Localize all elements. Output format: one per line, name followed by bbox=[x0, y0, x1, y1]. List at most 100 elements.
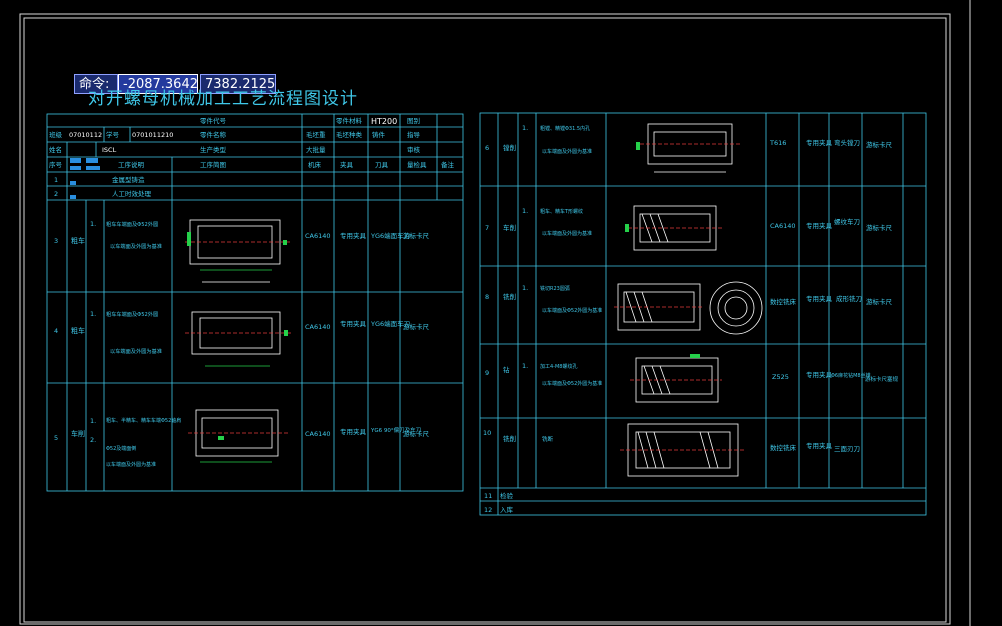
sketch-rrow6 bbox=[636, 123, 740, 173]
row4-text1: 粗车车端面及Φ52外圆 bbox=[106, 310, 158, 318]
row5-no: 5 bbox=[54, 434, 58, 442]
rrow9-no: 9 bbox=[485, 369, 489, 377]
rrow7-op: 车削 bbox=[503, 223, 516, 232]
hdr-sketch: 工序简图 bbox=[200, 160, 226, 169]
rrow10-fixture: 专用夹具 bbox=[806, 441, 833, 450]
rrow7-fixture: 专用夹具 bbox=[806, 221, 833, 230]
row4-machine: CA6140 bbox=[305, 323, 331, 331]
rrow9-text1: 加工4-M8螺纹孔 bbox=[540, 363, 577, 370]
rrow8-text2: 以车端面及Φ52外圆为基准 bbox=[542, 307, 602, 314]
hdr-class-value: 07010112 bbox=[69, 131, 102, 139]
rrow6-fixture: 专用夹具 bbox=[806, 138, 833, 147]
rrow8-step: 1. bbox=[522, 284, 528, 292]
hdr-process: 工序说明 bbox=[118, 160, 145, 169]
sketch-row5 bbox=[188, 409, 288, 463]
rrow7-machine: CA6140 bbox=[770, 222, 796, 230]
row4-tool: YG6端面车刀 bbox=[370, 319, 410, 328]
rrow12-no: 12 bbox=[484, 506, 492, 514]
row4-op: 粗车 bbox=[71, 326, 85, 335]
hdr-guide: 指导 bbox=[407, 130, 421, 139]
row5-text1: 粗车、半精车、精车车端Φ52轴肩 bbox=[106, 417, 181, 424]
hdr-production: 生产类型 bbox=[200, 145, 227, 154]
rrow6-no: 6 bbox=[485, 144, 489, 152]
row3-step: 1. bbox=[90, 220, 96, 228]
rrow7-text1: 粗车、精车T形螺纹 bbox=[540, 208, 583, 215]
rrow11-op: 检验 bbox=[500, 491, 514, 500]
rrow6-text2: 以车端面及外圆为基准 bbox=[542, 148, 592, 155]
sketch-rrow10 bbox=[620, 423, 746, 477]
rrow7-text2: 以车端面及外圆为基准 bbox=[542, 230, 592, 237]
row4-text2: 以车端面及外圆为基准 bbox=[110, 347, 162, 355]
rrow10-op: 铣削 bbox=[503, 434, 516, 443]
row5-text2: Φ52及端面倒 bbox=[106, 445, 136, 452]
row2-desc: 人工时效处理 bbox=[112, 189, 152, 198]
row1-desc: 金属型铸造 bbox=[112, 175, 145, 184]
sketch-row3 bbox=[185, 219, 290, 283]
rrow7-tool: 螺纹车刀 bbox=[834, 217, 860, 226]
hdr-hairy-value: 毛坯种类 bbox=[336, 130, 363, 139]
hdr-parts-label: 铸件 bbox=[372, 130, 386, 139]
row5-gauge: 游标卡尺 bbox=[403, 429, 430, 438]
hdr-sheet: 图别 bbox=[407, 116, 420, 125]
row3-no: 3 bbox=[54, 237, 58, 245]
rrow8-op: 铣削 bbox=[503, 292, 516, 301]
hdr-tool: 刀具 bbox=[375, 161, 389, 169]
hdr-material-label: 零件材料 bbox=[336, 116, 363, 125]
rrow8-fixture: 专用夹具 bbox=[806, 294, 833, 303]
row4-no: 4 bbox=[54, 327, 58, 335]
row1-no: 1 bbox=[54, 176, 58, 184]
row3-op: 粗车 bbox=[71, 236, 85, 245]
selection-highlights bbox=[70, 158, 100, 199]
rrow12-op: 入库 bbox=[500, 505, 514, 514]
rrow7-step: 1. bbox=[522, 207, 528, 215]
right-process-table bbox=[479, 112, 927, 516]
rrow8-tool: 成形铣刀 bbox=[836, 294, 862, 303]
rrow9-step: 1. bbox=[522, 362, 528, 370]
rrow8-no: 8 bbox=[485, 293, 489, 301]
rrow9-machine: Z525 bbox=[772, 373, 789, 381]
row3-tool: YG6端面车刀 bbox=[370, 231, 410, 240]
rrow10-tool: 三面刃刀 bbox=[834, 445, 860, 453]
rrow9-gauge: 游标卡尺塞规 bbox=[865, 375, 899, 383]
coordinate-x-input[interactable]: -2087.3642 bbox=[118, 74, 198, 94]
drawing-title: 对开螺母机械加工工艺流程图设计 bbox=[88, 89, 358, 109]
hdr-id-value: 0701011210 bbox=[132, 131, 173, 139]
rrow7-gauge: 游标卡尺 bbox=[866, 223, 893, 232]
coordinate-y-input[interactable]: 7382.2125 bbox=[200, 74, 276, 94]
rrow7-no: 7 bbox=[485, 224, 489, 232]
hdr-name-value: ISCL bbox=[102, 146, 117, 154]
rrow8-machine: 数控铣床 bbox=[770, 297, 797, 306]
row2-no: 2 bbox=[54, 190, 58, 198]
sketch-rrow9 bbox=[630, 354, 722, 403]
row3-fixture: 专用夹具 bbox=[340, 231, 367, 240]
drawing-inner-frame bbox=[23, 17, 947, 623]
sketch-row4 bbox=[185, 311, 292, 367]
hdr-gauge: 量检具 bbox=[407, 160, 427, 169]
row3-text2: 以车端面及外圆为基准 bbox=[110, 242, 162, 250]
row4-fixture: 专用夹具 bbox=[340, 319, 367, 328]
rrow9-tool: Φ6麻花钻M8丝锥 bbox=[831, 372, 871, 379]
rrow9-text2: 以车端面及Φ52外圆为基准 bbox=[542, 380, 602, 387]
row5-step: 1. bbox=[90, 417, 96, 425]
rrow10-machine: 数控铣床 bbox=[770, 443, 797, 452]
row3-machine: CA6140 bbox=[305, 232, 331, 240]
rrow6-step: 1. bbox=[522, 124, 528, 132]
hdr-material: HT200 bbox=[371, 117, 397, 126]
hdr-machine: 机床 bbox=[308, 160, 322, 169]
sketch-rrow7 bbox=[625, 205, 722, 251]
hdr-seq: 序号 bbox=[49, 160, 63, 169]
hdr-fixture: 夹具 bbox=[340, 160, 354, 169]
left-process-table bbox=[46, 113, 464, 492]
hdr-check: 审核 bbox=[407, 145, 421, 154]
rrow8-text1: 铣切R23圆弧 bbox=[540, 285, 570, 292]
sketch-rrow8 bbox=[614, 281, 763, 335]
hdr-batch: 大批量 bbox=[306, 145, 326, 154]
row3-text1: 粗车车端面及Φ52外圆 bbox=[106, 220, 158, 228]
row4-gauge: 游标卡尺 bbox=[403, 322, 430, 331]
drawing-outer-frame bbox=[19, 13, 951, 625]
rrow9-fixture: 专用夹具 bbox=[806, 370, 833, 379]
rrow10-no: 10 bbox=[483, 429, 491, 437]
row4-step: 1. bbox=[90, 310, 96, 318]
row3-gauge: 游标卡尺 bbox=[403, 231, 430, 240]
